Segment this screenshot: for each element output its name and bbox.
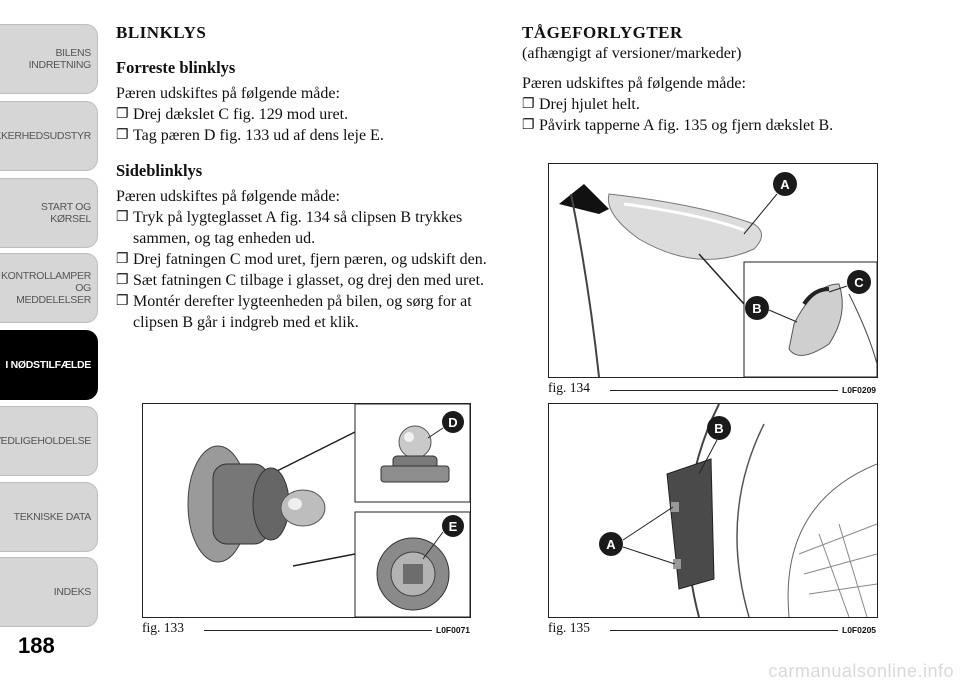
figure-133-code: L0F0071 [436, 625, 471, 635]
bulb-holder-illustration: D E [187, 404, 470, 617]
label-b-badge [707, 416, 731, 440]
label-a-badge [773, 172, 797, 196]
right-column: TÅGEFORLYGTER (afhængigt af versioner/ma… [522, 22, 902, 136]
intro-text: Pæren udskiftes på følgende måde: [116, 188, 340, 205]
figure-133: D E [142, 403, 471, 618]
step-item: Drej hjulet helt. [522, 94, 902, 115]
tab-label: TEKNISKE DATA [13, 511, 92, 523]
tab-start-og-korsel[interactable]: START OG KØRSEL [0, 178, 98, 248]
tab-indeks[interactable]: INDEKS [0, 557, 98, 627]
side-indicator-illustration: A C B [559, 172, 877, 377]
step-item: Montér derefter lygteenheden på bilen, o… [116, 291, 491, 333]
tab-tekniske-data[interactable]: TEKNISKE DATA [0, 482, 98, 552]
watermark: carmanualsonline.info [768, 661, 954, 681]
intro-text: Pæren udskiftes på følgende måde: [522, 75, 746, 92]
label-e: E [449, 519, 458, 534]
label-a: A [606, 537, 616, 552]
tab-kontrollamper[interactable]: KONTROLLAMPER OG MEDDELELSER [0, 253, 98, 323]
tab-bilens-indretning[interactable]: BILENS INDRETNING [0, 24, 98, 94]
label-b: B [752, 301, 761, 316]
label-b-badge [745, 296, 769, 320]
left-column: BLINKLYS Forreste blinklys Pæren udskift… [116, 22, 491, 333]
caption-rule [610, 390, 838, 391]
step-item: Drej dækslet C fig. 129 mod uret. [116, 104, 491, 125]
intro-text: Pæren udskiftes på følgende måde: [116, 85, 340, 102]
page-number: 188 [18, 633, 55, 658]
label-d: D [448, 415, 457, 430]
tab-sikkerhedsudstyr[interactable]: SIKKERHEDSUDSTYR [0, 101, 98, 171]
label-a-badge [599, 532, 623, 556]
step-item: Tryk på lygteglasset A fig. 134 så clips… [116, 207, 491, 249]
section-subheading: (afhængigt af versioner/markeder) [522, 45, 742, 62]
tab-vedligeholdelse[interactable]: VEDLIGEHOLDELSE [0, 406, 98, 476]
figure-135-caption: fig. 135 [548, 620, 590, 635]
label-e-badge [442, 515, 464, 537]
tab-label: START OG KØRSEL [40, 201, 91, 225]
figure-135: B A [548, 403, 878, 618]
label-a: A [780, 177, 790, 192]
label-b: B [714, 421, 723, 436]
tab-label: INDEKS [53, 586, 92, 598]
step-item: Sæt fatningen C tilbage i glasset, og dr… [116, 270, 491, 291]
label-c-badge [847, 270, 871, 294]
figure-135-code: L0F0205 [842, 625, 877, 635]
tab-label: I NØDSTILFÆLDE [5, 359, 91, 371]
tab-label: BILENS INDRETNING [28, 47, 92, 71]
figure-134-code: L0F0209 [842, 385, 877, 395]
tab-label: KONTROLLAMPER OG MEDDELELSER [0, 270, 91, 306]
caption-rule [610, 630, 838, 631]
caption-rule [204, 630, 432, 631]
subheading-forreste-blinklys: Forreste blinklys [116, 58, 236, 77]
figure-134: A C B [548, 163, 878, 378]
step-item: Tag pæren D fig. 133 ud af dens leje E. [116, 125, 491, 146]
step-item: Drej fatningen C mod uret, fjern pæren, … [116, 249, 491, 270]
tab-i-nodstilfaelde[interactable]: I NØDSTILFÆLDE [0, 330, 98, 400]
step-item: Påvirk tapperne A fig. 135 og fjern dæks… [522, 115, 902, 136]
subheading-sideblinklys: Sideblinklys [116, 161, 203, 180]
label-c: C [854, 275, 864, 290]
section-heading-tageforlygter: TÅGEFORLYGTER [522, 23, 683, 42]
fog-light-cover-illustration: B A [599, 404, 877, 617]
tab-label: VEDLIGEHOLDELSE [0, 435, 91, 447]
tab-label: SIKKERHEDSUDSTYR [0, 130, 91, 142]
label-d-badge [442, 411, 464, 433]
figure-134-caption: fig. 134 [548, 380, 590, 395]
figure-133-caption: fig. 133 [142, 620, 184, 635]
section-heading-blinklys: BLINKLYS [116, 23, 207, 42]
